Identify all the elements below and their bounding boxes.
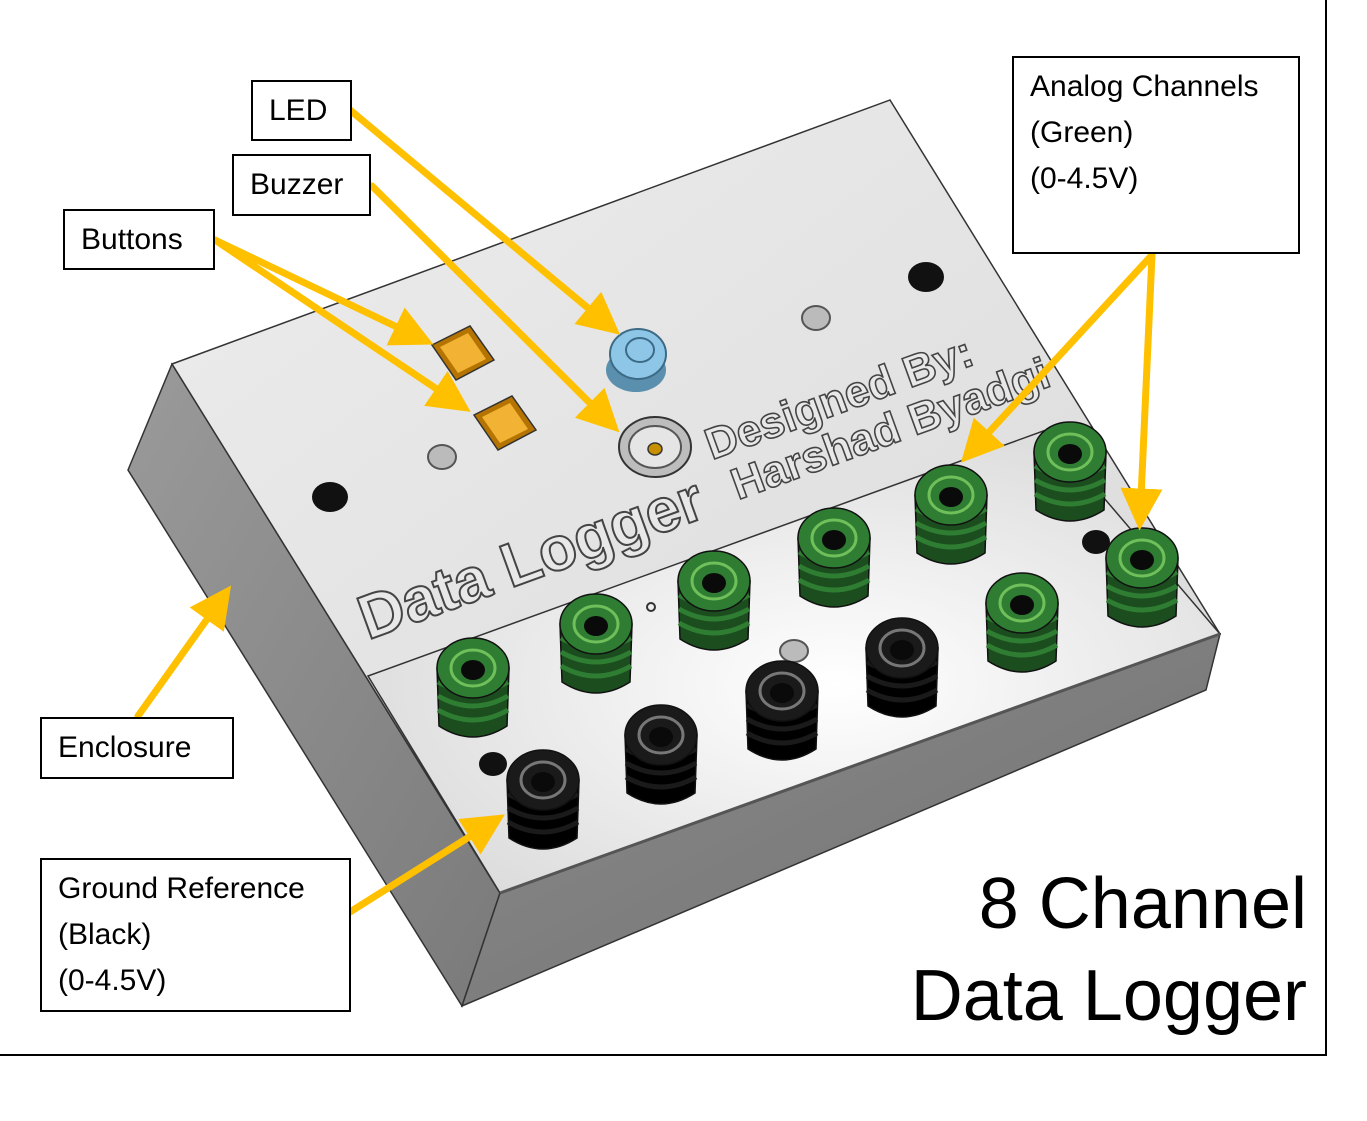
figure-title: 8 Channel Data Logger bbox=[911, 858, 1307, 1042]
buzzer-callout: Buzzer bbox=[232, 154, 371, 216]
ground-terminal bbox=[624, 704, 698, 805]
buzzer bbox=[618, 416, 692, 478]
screw-hole bbox=[779, 639, 809, 663]
analog-terminal bbox=[985, 572, 1059, 673]
arrow-analog-2 bbox=[1120, 251, 1163, 531]
figure-title-line2: Data Logger bbox=[910, 956, 1307, 1036]
mounting-hole bbox=[312, 482, 348, 512]
ground-terminal bbox=[865, 617, 939, 718]
arrow-enclosure bbox=[134, 585, 232, 720]
buttons-callout: Buttons bbox=[63, 209, 215, 270]
led-indicator bbox=[606, 328, 667, 392]
analog-terminal bbox=[1033, 421, 1107, 522]
analog-terminal bbox=[1105, 527, 1179, 628]
arrow-led bbox=[346, 106, 621, 335]
mounting-hole bbox=[479, 752, 507, 776]
arrow-button-2 bbox=[211, 236, 471, 412]
led-callout: LED bbox=[251, 80, 352, 141]
ground-terminal bbox=[506, 749, 580, 850]
mounting-hole bbox=[908, 262, 944, 292]
terminal-group bbox=[436, 421, 1179, 850]
analog-terminal bbox=[436, 637, 510, 738]
ground-reference-callout: Ground Reference (Black) (0-4.5V) bbox=[40, 858, 351, 1012]
mounting-hole bbox=[1082, 530, 1110, 554]
screw-hole bbox=[427, 444, 457, 470]
screw-hole bbox=[801, 305, 831, 331]
figure-title-line1: 8 Channel bbox=[978, 864, 1307, 944]
analog-terminal bbox=[559, 593, 633, 694]
arrow-analog-1 bbox=[960, 251, 1156, 463]
callout-arrows bbox=[134, 106, 1163, 916]
push-button bbox=[472, 395, 538, 451]
analog-terminal bbox=[677, 550, 751, 651]
enclosure-callout: Enclosure bbox=[40, 717, 234, 779]
arrow-button-1 bbox=[211, 236, 434, 346]
ground-terminal bbox=[745, 660, 819, 761]
analog-terminal bbox=[914, 464, 988, 565]
arrow-buzzer bbox=[368, 182, 620, 433]
analog-channels-callout: Analog Channels (Green) (0-4.5V) bbox=[1012, 56, 1300, 254]
arrow-ground bbox=[346, 814, 505, 916]
push-button bbox=[430, 325, 496, 381]
figure-frame bbox=[0, 0, 1327, 1056]
analog-terminal bbox=[797, 507, 871, 608]
